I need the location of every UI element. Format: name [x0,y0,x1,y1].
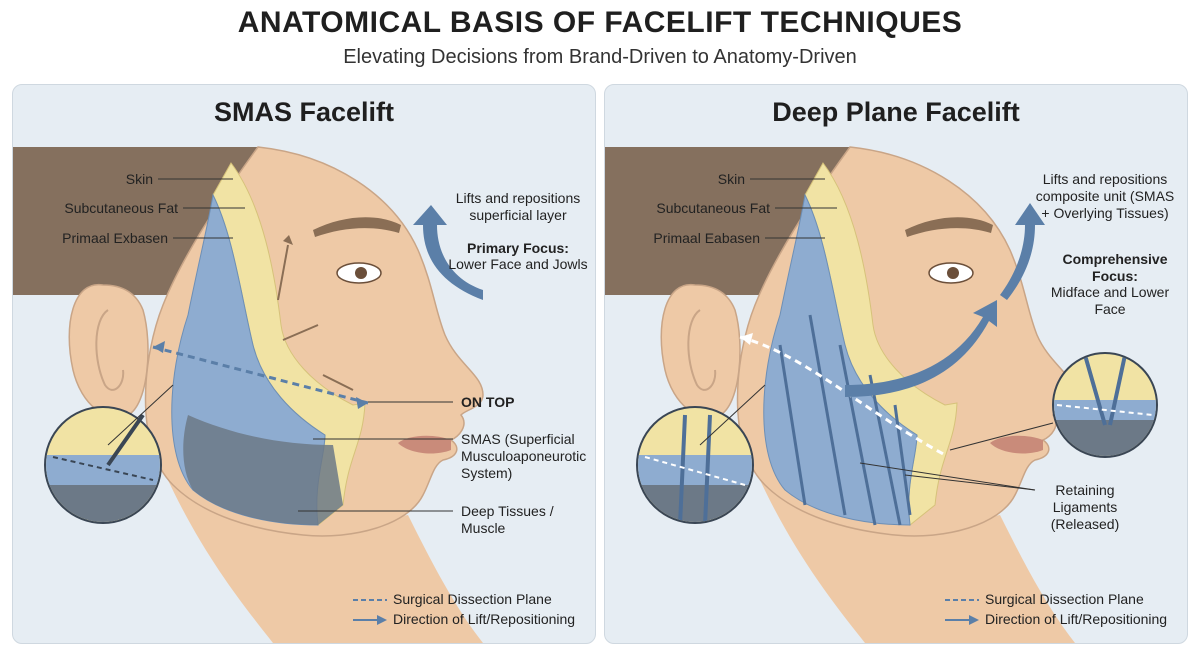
legend-arrow-text: Direction of Lift/Repositioning [985,611,1168,627]
page-title: ANATOMICAL BASIS OF FACELIFT TECHNIQUES [237,6,963,39]
legend-arrow-text: Direction of Lift/Repositioning [393,611,576,627]
legend-dissection-plane: Surgical Dissection Plane [945,591,1144,607]
smas-label: SMAS (Superficial Musculoaponeurotic Sys… [461,431,587,481]
legend-lift-direction: Direction of Lift/Repositioning [353,611,575,627]
dashed-line-icon [945,599,979,602]
layer-label-skin: Skin [717,171,745,187]
smas-note: Lifts and repositions superficial layer [455,190,581,223]
lips [398,435,451,454]
deep-plane-facelift-panel: Deep Plane Facelift Skin Subcutaneous Fa… [604,84,1188,644]
dissection-plane [152,345,369,405]
layer-label-fat: Subcutaneous Fat [656,200,770,216]
arrow-icon [945,615,979,626]
composite-layer [763,193,918,526]
arrow-icon [353,615,387,626]
lips [990,435,1043,454]
deep-inset-circle-left [636,406,754,524]
ear [660,284,741,419]
deep-plane-face-illustration [605,146,1158,643]
legend-dissection-plane: Surgical Dissection Plane [353,591,552,607]
smas-facelift-panel: SMAS Facelift Skin Subcutaneous Fat Prim… [12,84,596,644]
dissection-plane [739,335,946,457]
deep-note: Lifts and repositions composite unit (SM… [1035,171,1175,221]
smas-inset-circle [44,406,162,524]
lift-arrow [845,300,997,397]
eyebrow [905,217,993,237]
lift-arrow-upper [1000,203,1045,300]
deep-focus-text: Midface and Lower Face [1050,284,1170,317]
smas-focus-label: Primary Focus: [467,240,569,256]
deep-inset-circle-right [1052,352,1158,458]
ear [68,284,149,419]
retaining-ligaments [778,314,912,526]
page-subtitle: Elevating Decisions from Brand-Driven to… [343,46,857,68]
deep-panel-title: Deep Plane Facelift [772,97,1020,127]
layer-label-skin: Skin [125,171,153,187]
layer-label-primaal: Primaal Eabasen [653,230,760,246]
dashed-line-icon [353,599,387,602]
layer-label-fat: Subcutaneous Fat [64,200,178,216]
deep-tissue-label: Deep Tissues / Muscle [461,503,554,536]
smas-focus-text: Lower Face and Jowls [448,256,588,272]
smas-face-illustration [13,146,484,643]
lift-arrow [413,205,483,300]
deep-muscle [183,415,343,525]
deep-focus-label: Comprehensive Focus: [1062,251,1168,284]
legend-dashed-text: Surgical Dissection Plane [985,591,1144,607]
on-top-label: ON TOP [461,394,515,410]
legend-lift-direction: Direction of Lift/Repositioning [945,611,1167,627]
layer-label-primaal: Primaal Exbasen [62,230,168,246]
smas-panel-title: SMAS Facelift [213,97,395,127]
eyebrow [313,217,401,237]
legend-dashed-text: Surgical Dissection Plane [393,591,552,607]
ligaments-label: Retaining Ligaments (Released) [1050,482,1120,532]
